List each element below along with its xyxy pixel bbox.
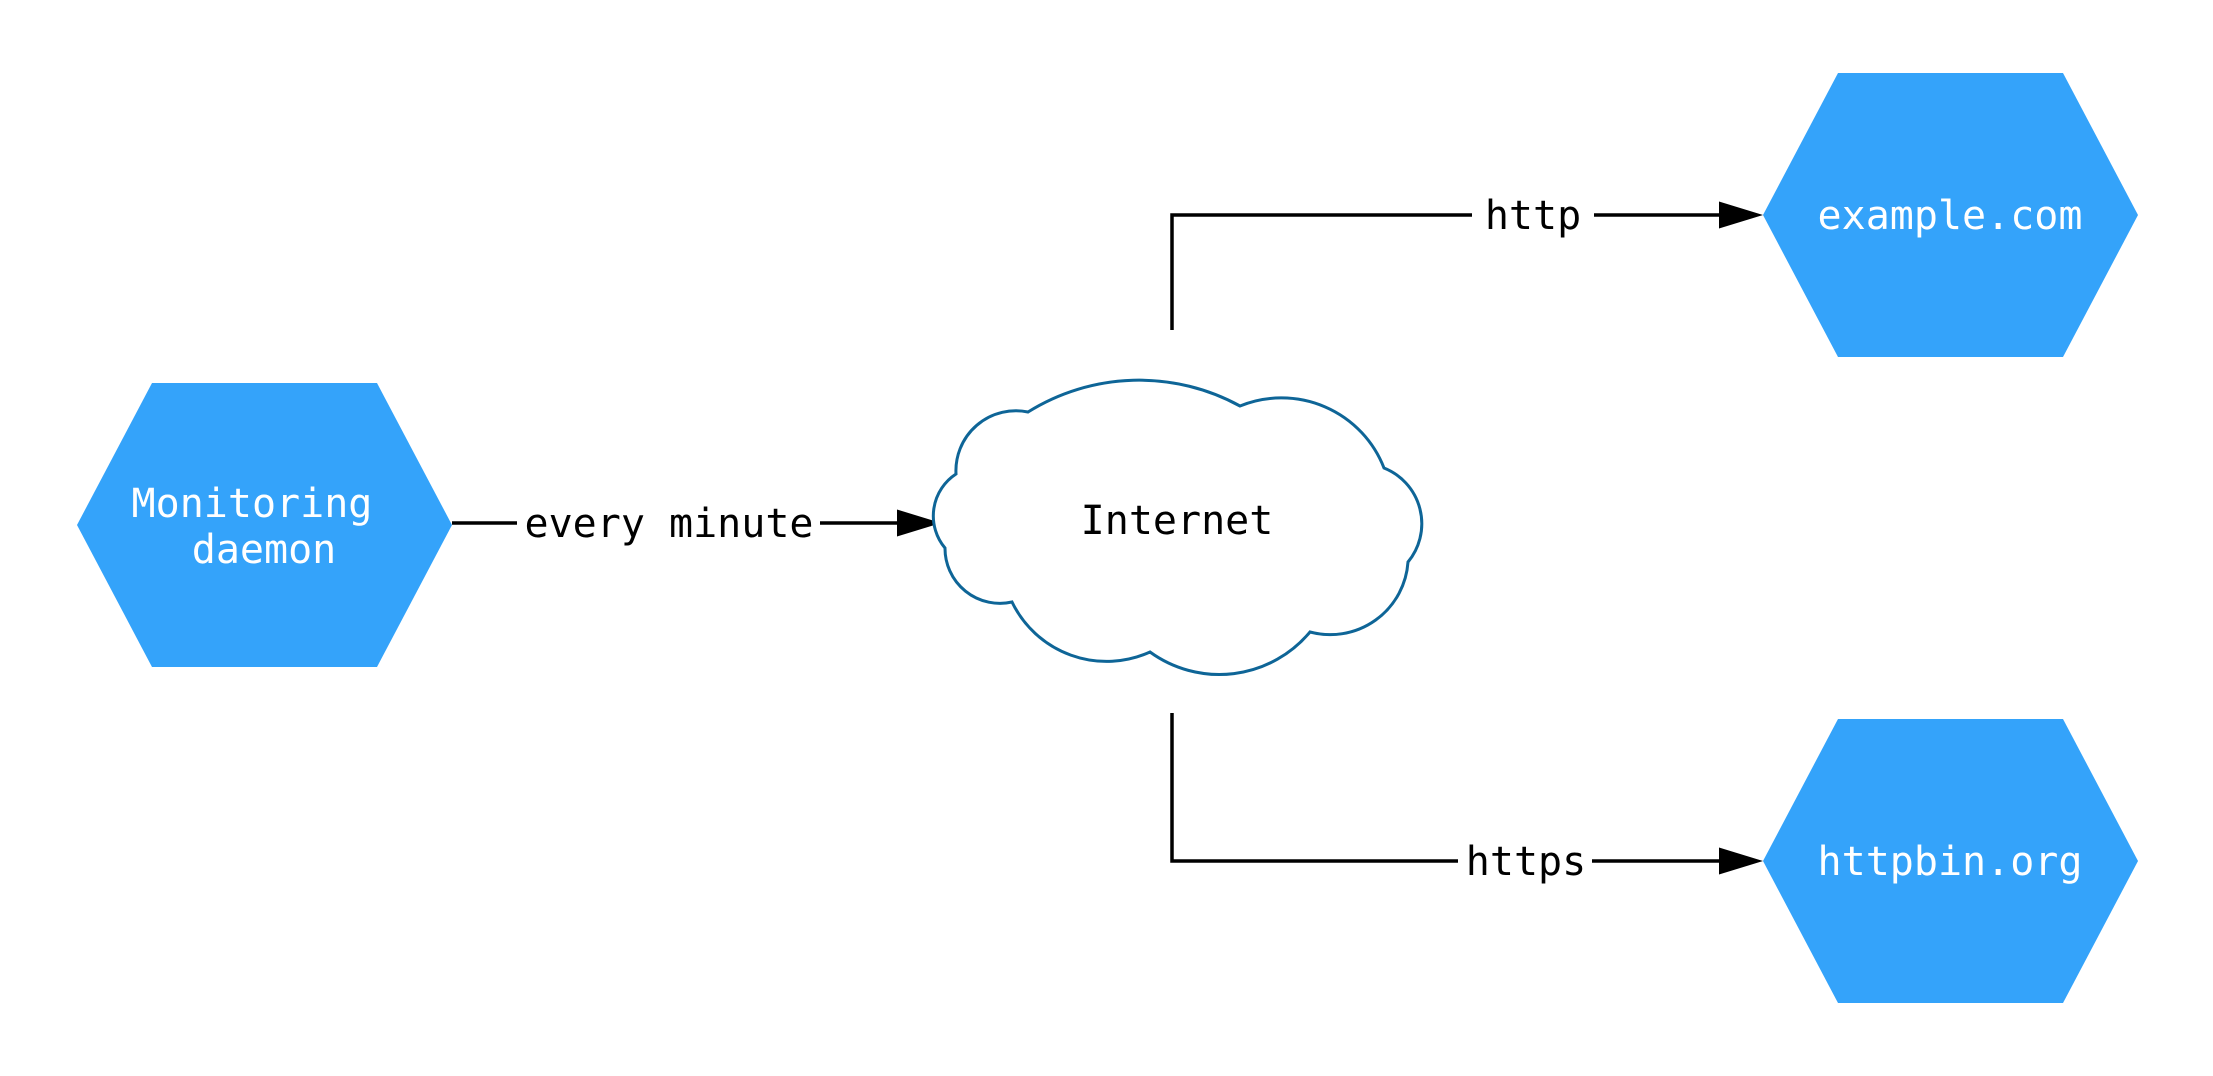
arrowhead bbox=[1719, 847, 1763, 875]
node-label-example-com: example.com bbox=[1818, 193, 2083, 239]
arrowhead bbox=[1719, 201, 1763, 229]
node-example-com: example.com bbox=[1763, 73, 2138, 357]
node-label-httpbin-org: httpbin.org bbox=[1818, 839, 2083, 885]
edge-http: http bbox=[1170, 193, 1763, 330]
edge-label-https: https bbox=[1466, 839, 1586, 885]
edge-line bbox=[1170, 213, 1472, 330]
edge-https: https bbox=[1170, 713, 1763, 885]
edge-every-minute: every minute bbox=[452, 501, 941, 547]
node-monitoring-daemon: Monitoring daemon bbox=[77, 383, 452, 667]
node-label: Monitoring daemon bbox=[132, 481, 397, 573]
hexagon-shape bbox=[77, 383, 452, 667]
hexagon-shape bbox=[1763, 73, 2138, 357]
edge-label-every-minute: every minute bbox=[525, 501, 814, 547]
hexagon-shape bbox=[1763, 719, 2138, 1003]
node-internet-cloud: Internet bbox=[931, 378, 1424, 676]
arrowhead bbox=[897, 509, 941, 537]
edge-label-http: http bbox=[1485, 193, 1581, 239]
node-label-line1: Monitoring bbox=[132, 481, 373, 527]
cloud-shape bbox=[931, 378, 1424, 676]
node-httpbin-org: httpbin.org bbox=[1763, 719, 2138, 1003]
node-label-internet: Internet bbox=[1081, 498, 1274, 544]
edge-line bbox=[1170, 713, 1458, 863]
node-label-line2: daemon bbox=[192, 527, 337, 573]
